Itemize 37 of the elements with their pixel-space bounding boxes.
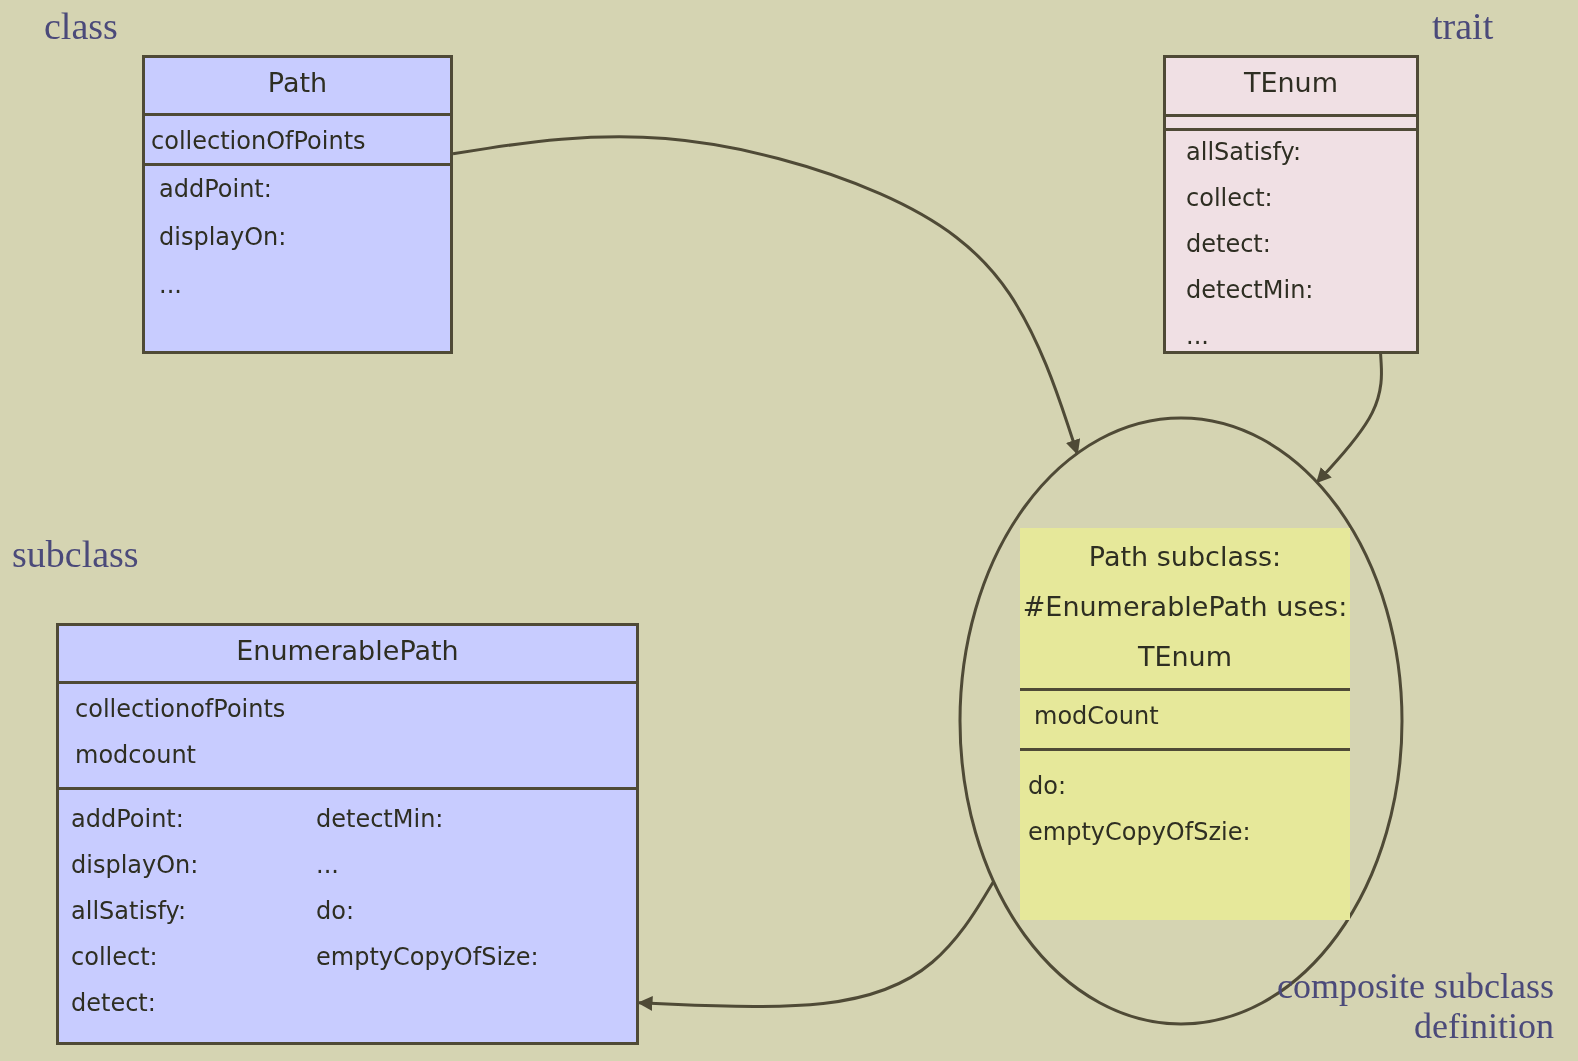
method-text: ...	[1186, 321, 1209, 351]
method-text: detectMin:	[1186, 275, 1314, 305]
method-text: detect:	[71, 988, 156, 1018]
method-text: do:	[1028, 771, 1066, 801]
caption-label: class	[44, 6, 118, 46]
method-text: detect:	[1186, 229, 1271, 259]
method-text: detectMin:	[316, 804, 444, 834]
subclass-box	[56, 623, 639, 1045]
method-text: ...	[159, 270, 182, 300]
arrow	[1315, 353, 1383, 484]
attribute-text: modCount	[1034, 701, 1159, 731]
attribute-text: collectionofPoints	[75, 694, 286, 724]
subclass-definition-box	[1020, 528, 1350, 920]
trait-box	[1163, 55, 1419, 354]
method-text: collect:	[71, 942, 158, 972]
method-text: emptyCopyOfSzie:	[1028, 817, 1251, 847]
method-text: displayOn:	[159, 222, 287, 252]
box-title: Path subclass: #EnumerablePath uses: TEnum	[1021, 540, 1349, 674]
method-text: collect:	[1186, 183, 1273, 213]
box-title: EnumerablePath	[235, 636, 460, 666]
arrow	[452, 135, 1081, 455]
attribute-text: collectionOfPoints	[151, 126, 366, 156]
caption-label: trait	[1432, 6, 1494, 46]
attribute-text: modcount	[75, 740, 196, 770]
class-box	[142, 55, 453, 354]
caption-label: subclass	[12, 534, 139, 574]
arrow	[637, 880, 995, 1011]
method-text: do:	[316, 896, 354, 926]
method-text: allSatisfy:	[71, 896, 187, 926]
method-text: displayOn:	[71, 850, 199, 880]
method-text: allSatisfy:	[1186, 137, 1302, 167]
method-text: emptyCopyOfSize:	[316, 942, 539, 972]
box-title: TEnum	[1242, 68, 1340, 98]
method-text: addPoint:	[71, 804, 184, 834]
box-title: Path	[266, 68, 329, 98]
method-text: addPoint:	[159, 174, 272, 204]
method-text: ...	[316, 850, 339, 880]
